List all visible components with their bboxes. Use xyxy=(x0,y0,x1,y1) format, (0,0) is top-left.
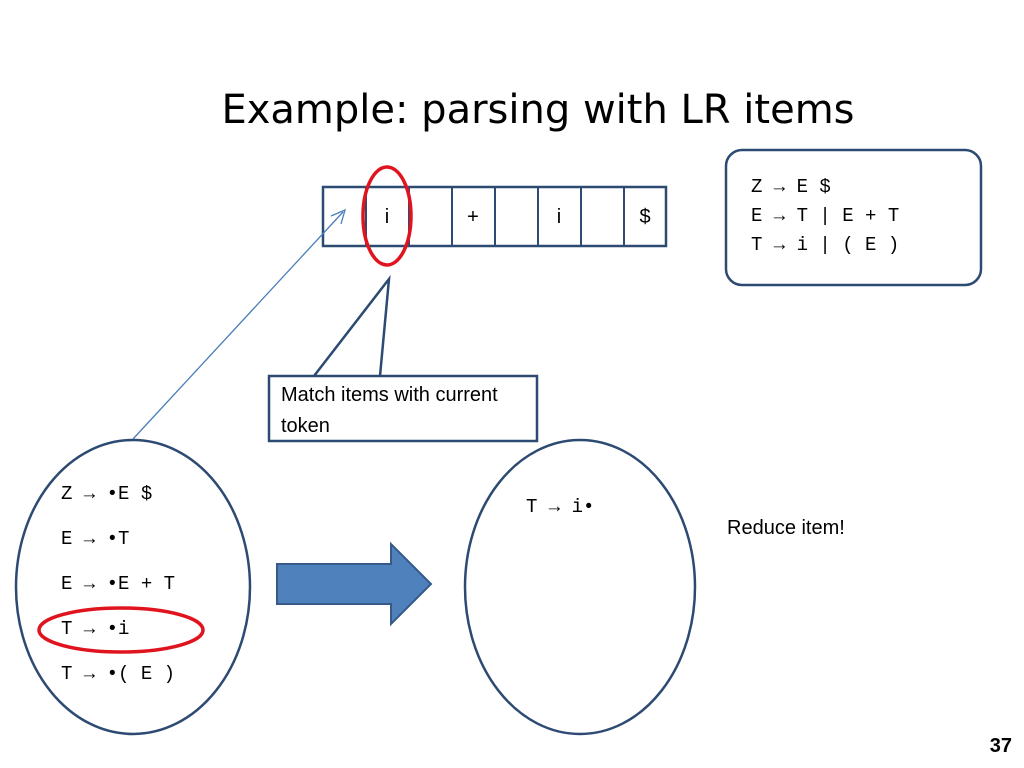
grammar-rule: Z → E $ xyxy=(751,176,831,198)
lr-item: E → •E + T xyxy=(61,573,176,595)
token-cell: $ xyxy=(639,206,651,228)
lr-item-reduce: T → i• xyxy=(526,496,595,518)
left-state-ellipse xyxy=(14,438,252,736)
token-cell: i xyxy=(556,206,562,228)
lr-item: T → •( E ) xyxy=(61,663,176,685)
grammar-box xyxy=(724,148,983,287)
token-cell: i xyxy=(384,206,390,228)
lr-item: Z → •E $ xyxy=(61,483,153,505)
matched-item-highlight xyxy=(37,606,205,654)
pointer-line xyxy=(132,211,344,440)
page-number: 37 xyxy=(989,735,1012,757)
current-token-highlight xyxy=(361,165,413,267)
slide-title: Example: parsing with LR items xyxy=(221,87,855,133)
transition-arrow xyxy=(276,541,433,627)
token-cell: + xyxy=(467,206,479,228)
callout-fill xyxy=(271,378,535,439)
pointer-arrowhead xyxy=(330,208,347,225)
grammar-rule: T → i | ( E ) xyxy=(751,234,900,256)
lr-item: E → •T xyxy=(61,528,130,550)
callout-text: Match items with current token xyxy=(281,384,498,437)
right-state-ellipse xyxy=(463,438,697,736)
grammar-rule: E → T | E + T xyxy=(751,205,900,227)
lr-item: T → •i xyxy=(61,618,130,640)
reduce-label: Reduce item! xyxy=(727,517,845,539)
